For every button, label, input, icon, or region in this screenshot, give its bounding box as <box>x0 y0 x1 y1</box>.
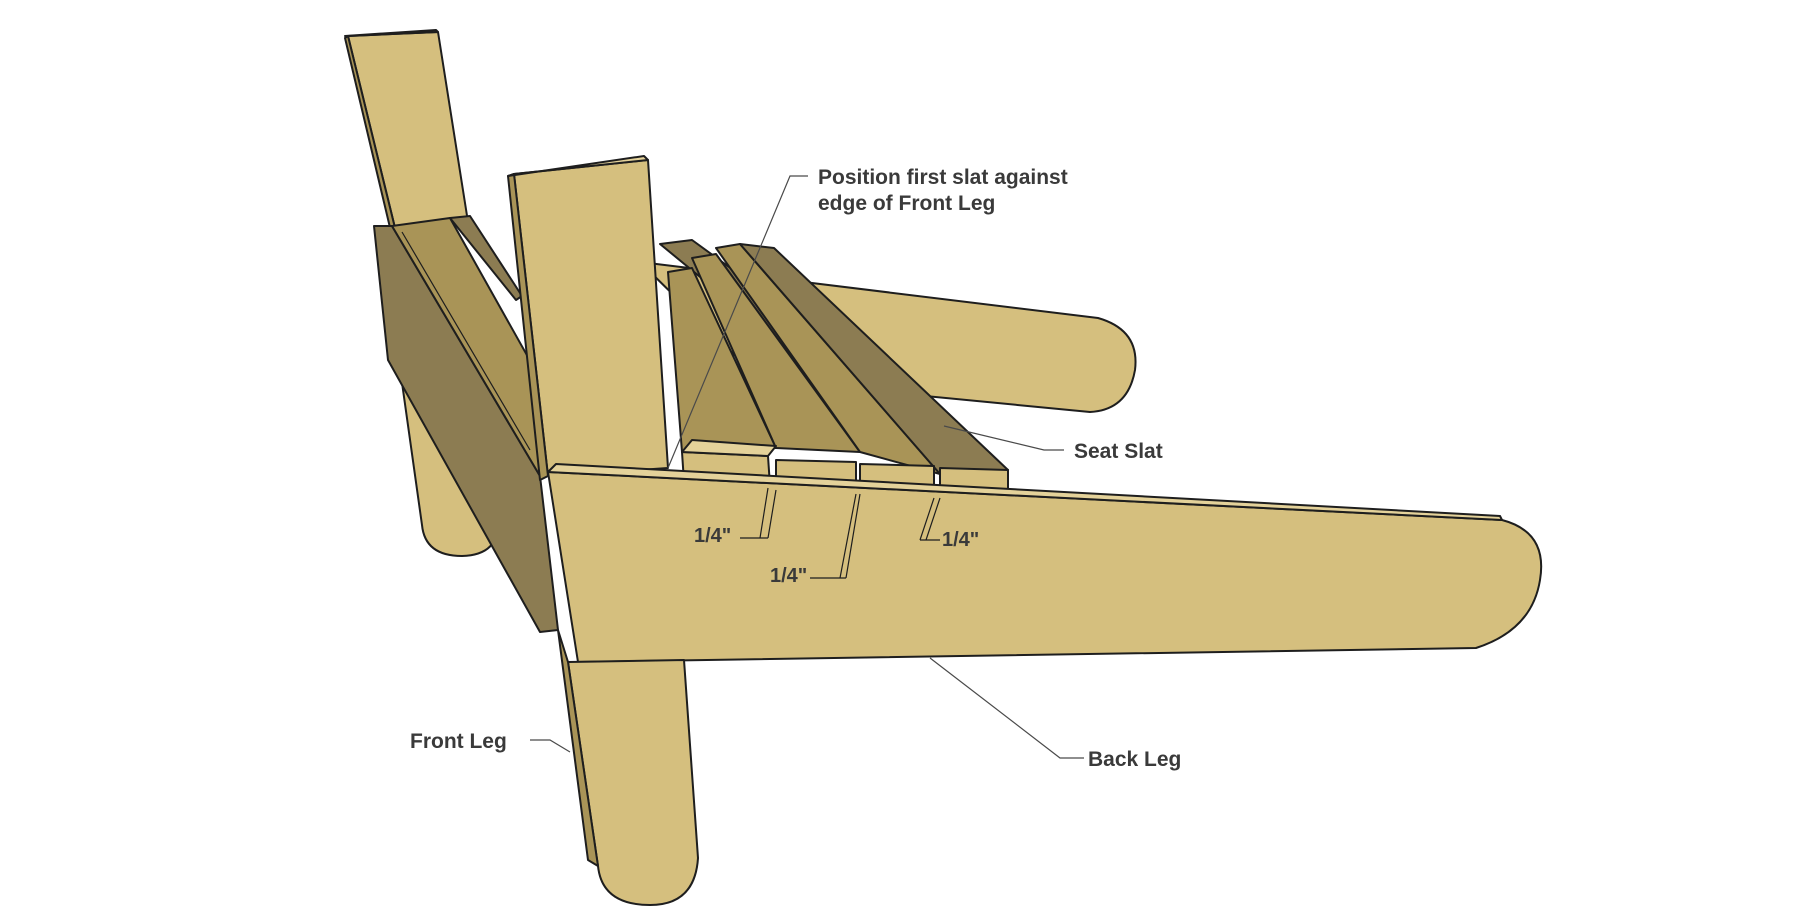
far-front-leg-upper <box>344 29 469 237</box>
callout-seat-slat: Seat Slat <box>1074 440 1163 463</box>
callout-back-leg: Back Leg <box>1088 748 1181 771</box>
dimension-gap-3: 1/4" <box>942 529 979 551</box>
near-front-leg-post <box>507 155 669 481</box>
dimension-gap-1: 1/4" <box>694 525 731 547</box>
dimension-marks <box>740 487 941 579</box>
leader-lines <box>530 175 1084 759</box>
callout-front-leg: Front Leg <box>410 730 507 753</box>
near-back-leg <box>547 463 1543 663</box>
near-front-leg-lower <box>557 629 699 906</box>
callout-first-slat-line1: Position first slat against <box>818 166 1068 189</box>
dimension-gap-2: 1/4" <box>770 565 807 587</box>
callout-first-slat-line2: edge of Front Leg <box>818 192 995 215</box>
